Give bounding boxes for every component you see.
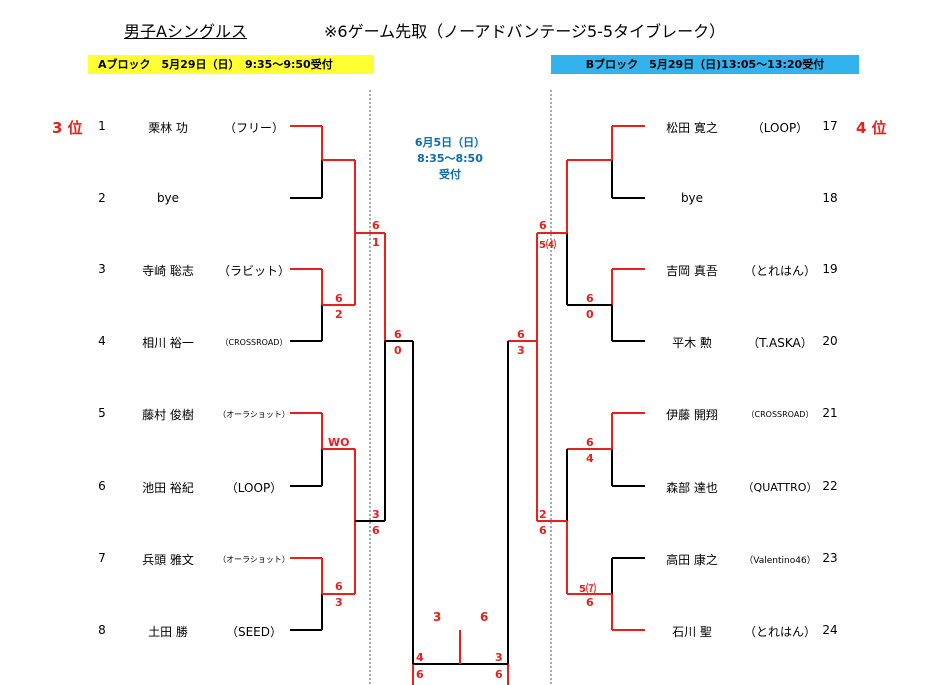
rank-right: 4 位 bbox=[856, 119, 887, 137]
score-winner: 6 bbox=[335, 580, 343, 593]
page-title: 男子Aシングルス bbox=[124, 22, 247, 41]
player-name: 土田 勝 bbox=[148, 625, 188, 639]
score-loser: 5⑷ bbox=[539, 240, 556, 251]
final-score-left: 3 bbox=[433, 610, 442, 624]
score-loser: 0 bbox=[586, 308, 594, 321]
player-number: 19 bbox=[822, 262, 838, 276]
player-name: 栗林 功 bbox=[148, 121, 188, 135]
player-number: 24 bbox=[822, 623, 838, 637]
score-loser: 2 bbox=[335, 308, 343, 321]
player-name: 兵頭 雅文 bbox=[142, 553, 194, 567]
score-loser: 3 bbox=[335, 596, 343, 609]
score-winner: 6 bbox=[394, 328, 402, 341]
player-name: 平木 勲 bbox=[672, 336, 712, 350]
player-name: 松田 寛之 bbox=[666, 121, 718, 135]
schedule-date: 6月5日（日） bbox=[414, 136, 486, 149]
player-club: （SEED） bbox=[225, 625, 283, 639]
player-name: 相川 裕一 bbox=[142, 336, 194, 350]
player-club: （T.ASKA） bbox=[747, 336, 813, 350]
score-winner: 6 bbox=[495, 668, 503, 681]
player-name: 石川 聖 bbox=[672, 625, 712, 639]
page-subtitle: ※6ゲーム先取（ノーアドバンテージ5-5タイブレーク） bbox=[324, 22, 726, 41]
score-loser: 3 bbox=[372, 508, 380, 521]
player-number: 3 bbox=[98, 262, 106, 276]
player-number: 4 bbox=[98, 334, 106, 348]
player-number: 6 bbox=[98, 479, 106, 493]
score-loser: 0 bbox=[394, 344, 402, 357]
player-name: 伊藤 開翔 bbox=[666, 408, 718, 422]
score-walkover: WO bbox=[328, 436, 350, 449]
score-winner: 6 bbox=[416, 668, 424, 681]
score-loser: 5⑺ bbox=[579, 584, 596, 595]
player-number: 21 bbox=[822, 406, 838, 420]
score-winner: 6 bbox=[586, 596, 594, 609]
score-loser: 4 bbox=[416, 651, 424, 664]
player-club: （CROSSROAD） bbox=[746, 410, 814, 419]
score-winner: 6 bbox=[335, 292, 343, 305]
player-name: 吉岡 真吾 bbox=[666, 264, 718, 278]
final-score-right: 6 bbox=[480, 610, 489, 624]
player-name: 藤村 俊樹 bbox=[142, 408, 194, 422]
score-winner: 6 bbox=[539, 219, 547, 232]
player-number: 22 bbox=[822, 479, 838, 493]
player-club: （LOOP） bbox=[225, 481, 283, 495]
score-loser: 4 bbox=[586, 452, 594, 465]
player-number: 2 bbox=[98, 191, 106, 205]
schedule-reception: 受付 bbox=[439, 168, 461, 181]
rank-left: 3 位 bbox=[52, 119, 83, 137]
player-name: bye bbox=[156, 191, 180, 205]
player-number: 20 bbox=[822, 334, 838, 348]
player-name: bye bbox=[680, 191, 704, 205]
block-a-label: Aブロック 5月29日（日） 9:35～9:50受付 bbox=[88, 55, 374, 74]
player-club: （フリー） bbox=[223, 121, 284, 135]
player-number: 23 bbox=[822, 551, 838, 565]
player-club: （LOOP） bbox=[751, 121, 809, 135]
schedule-time: 8:35～8:50 bbox=[417, 152, 483, 165]
score-winner: 6 bbox=[586, 292, 594, 305]
score-winner: 6 bbox=[586, 436, 594, 449]
player-club: （オーラショット） bbox=[218, 555, 290, 564]
score-loser: 3 bbox=[495, 651, 503, 664]
player-club: （QUATTRO） bbox=[742, 481, 818, 494]
player-club: （とれはん） bbox=[743, 264, 816, 278]
player-number: 8 bbox=[98, 623, 106, 637]
block-b-label: Bブロック 5月29日（日)13:05～13:20受付 bbox=[551, 55, 859, 74]
player-number: 17 bbox=[822, 119, 838, 133]
score-winner: 6 bbox=[517, 328, 525, 341]
player-name: 池田 裕紀 bbox=[142, 481, 194, 495]
player-club: （Valentino46） bbox=[744, 556, 816, 566]
player-club: （とれはん） bbox=[743, 625, 816, 639]
score-winner: 6 bbox=[539, 524, 547, 537]
player-number: 5 bbox=[98, 406, 106, 420]
player-number: 18 bbox=[822, 191, 838, 205]
score-loser: 1 bbox=[372, 236, 380, 249]
score-loser: 2 bbox=[539, 508, 547, 521]
score-winner: 6 bbox=[372, 219, 380, 232]
player-number: 1 bbox=[98, 119, 106, 133]
player-club: （ラビット） bbox=[218, 264, 291, 278]
player-club: （オーラショット） bbox=[218, 410, 290, 419]
final-schedule: 6月5日（日） 8:35～8:50 受付 bbox=[400, 135, 500, 183]
player-name: 寺崎 聡志 bbox=[142, 264, 194, 278]
score-winner: 6 bbox=[372, 524, 380, 537]
player-name: 森部 達也 bbox=[666, 481, 718, 495]
score-loser: 3 bbox=[517, 344, 525, 357]
player-club: （CROSSROAD） bbox=[220, 338, 288, 347]
player-name: 高田 康之 bbox=[666, 553, 718, 567]
player-number: 7 bbox=[98, 551, 106, 565]
